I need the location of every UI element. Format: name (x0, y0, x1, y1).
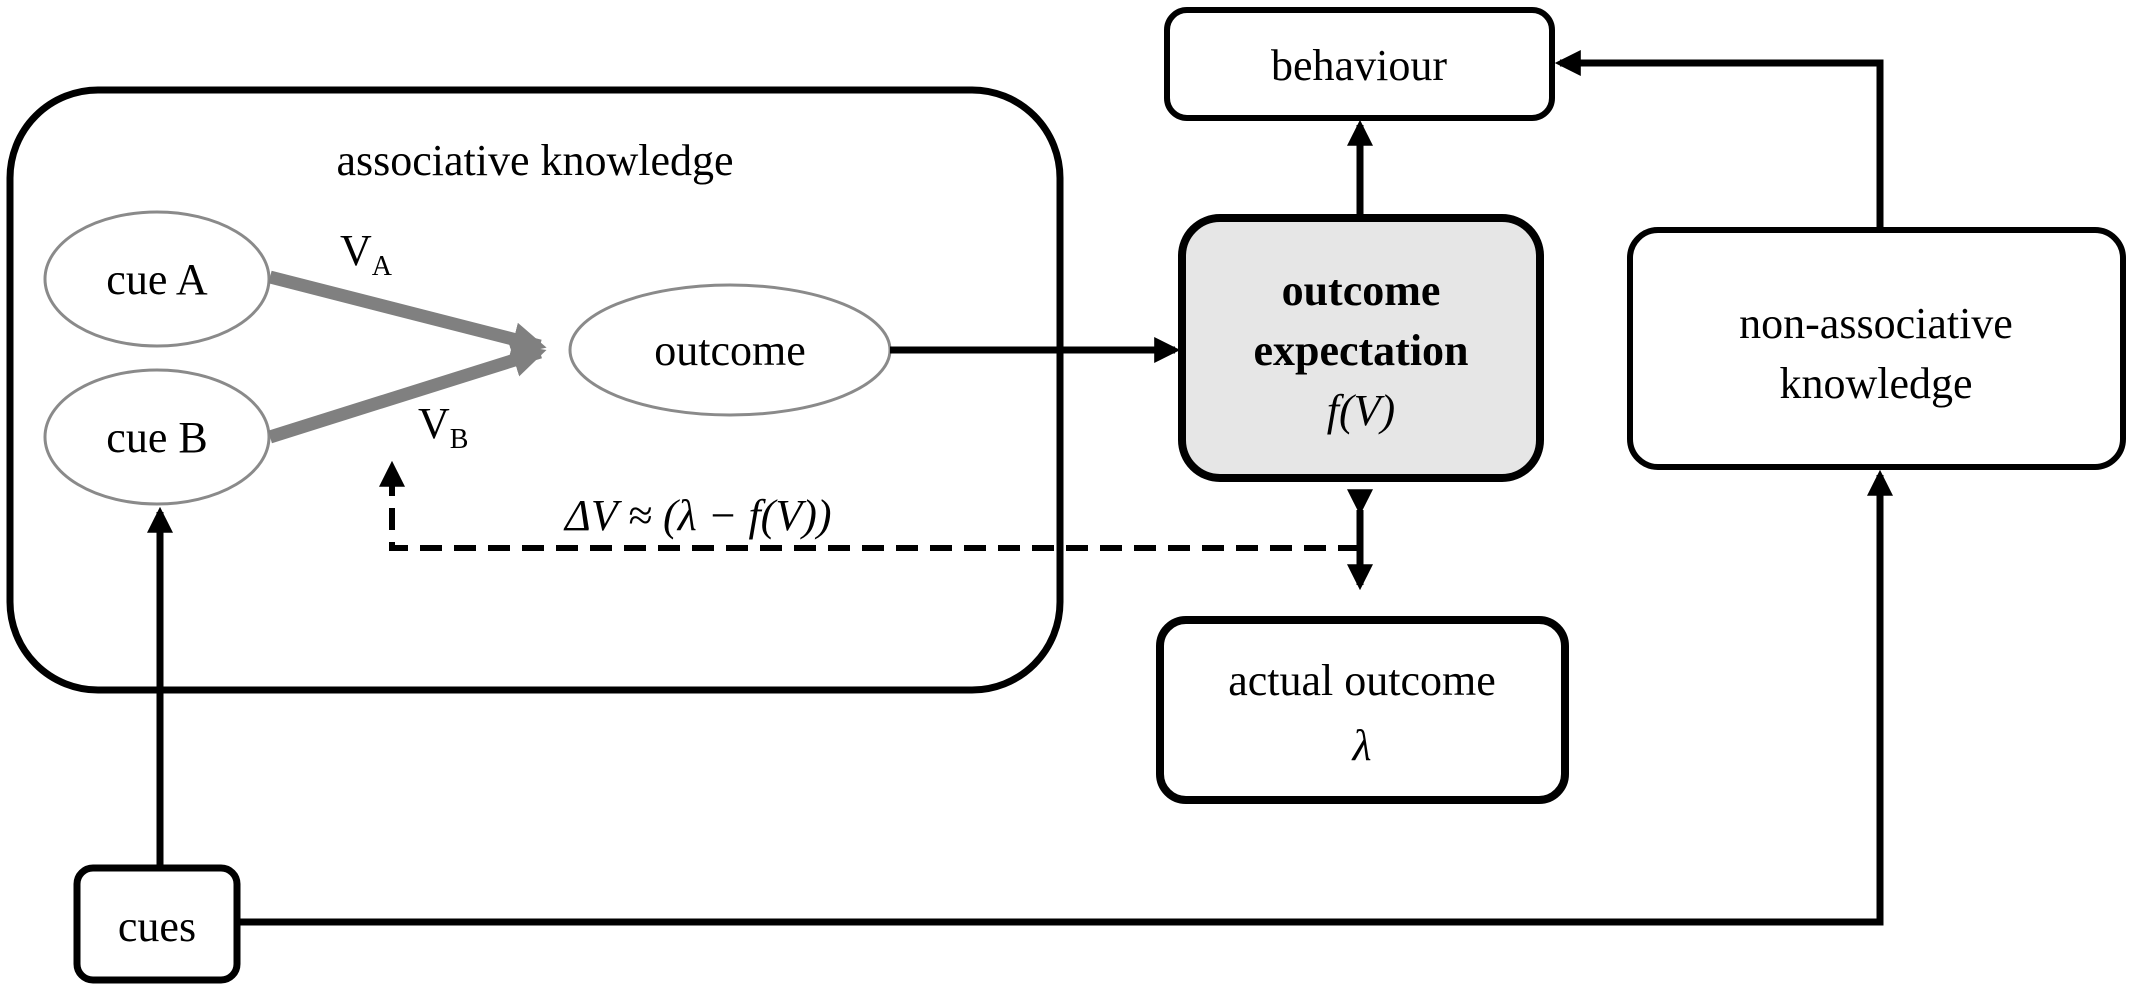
cue-a-node (43, 210, 271, 348)
weight-a-base: V (340, 226, 372, 275)
associative-knowledge-title: associative knowledge (336, 136, 733, 185)
nonassociative-to-behaviour-arrow (1554, 50, 1884, 230)
cue-b-label: cue B (106, 413, 207, 462)
weight-a-label: VA (340, 226, 393, 282)
behaviour-label: behaviour (1271, 41, 1447, 90)
cues-box (73, 864, 241, 984)
delta-formula: ΔV ≈ (λ − f(V)) (563, 491, 832, 540)
non-associative-line1: non-associative (1739, 299, 2013, 348)
associative-knowledge-box (6, 86, 1064, 694)
outcome-expectation-line1: outcome (1282, 266, 1441, 315)
outcome-expectation-line2: expectation (1253, 326, 1468, 375)
weight-a-arrow (268, 270, 547, 356)
actual-outcome-label: actual outcome (1228, 656, 1496, 705)
weight-b-subscript: B (450, 424, 469, 455)
outcome-node-label: outcome (654, 326, 806, 375)
outcome-expectation-box (1178, 214, 1544, 482)
cues-to-nonassociative-arrow (238, 469, 1893, 926)
cue-a-label: cue A (106, 255, 208, 304)
weight-a-subscript: A (372, 251, 393, 282)
actual-outcome-lambda: λ (1350, 721, 1371, 770)
non-associative-knowledge-box (1627, 227, 2126, 470)
weight-b-base: V (418, 399, 450, 448)
weight-b-label: VB (418, 399, 468, 455)
cues-label: cues (118, 902, 196, 951)
behaviour-box (1164, 7, 1555, 121)
cue-b-node (43, 368, 271, 506)
prediction-error-feedback-arrow (379, 460, 1360, 551)
weight-b-arrow (268, 343, 547, 444)
outcome-expectation-function: f(V) (1327, 386, 1395, 435)
actual-outcome-box (1156, 616, 1569, 804)
non-associative-line2: knowledge (1779, 359, 1972, 408)
